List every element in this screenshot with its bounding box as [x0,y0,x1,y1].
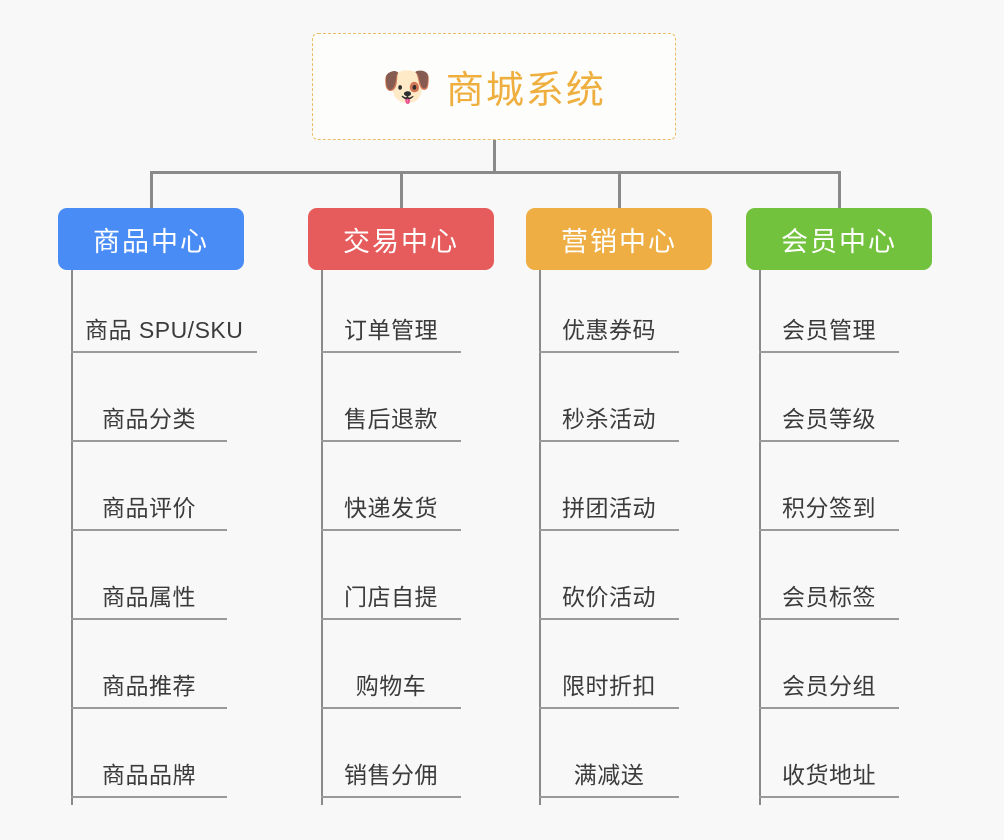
leaf-item-label: 门店自提 [344,584,438,610]
leaf-item[interactable]: 订单管理 [321,264,461,353]
category-header-trade-center[interactable]: 交易中心 [308,208,494,270]
root-stem-connector [493,140,496,173]
leaf-item-label: 商品属性 [102,584,196,610]
trunk-connector-product-center [71,270,73,805]
leaf-item-label: 商品 SPU/SKU [85,317,244,343]
leaf-item-label: 销售分佣 [344,762,438,788]
leaf-item[interactable]: 会员分组 [759,620,899,709]
leaf-item-label: 商品品牌 [102,762,196,788]
leaf-item[interactable]: 快递发货 [321,442,461,531]
leaf-item-label: 收货地址 [782,762,876,788]
leaf-item[interactable]: 砍价活动 [539,531,679,620]
leaf-item-label: 商品评价 [102,495,196,521]
leaf-item[interactable]: 拼团活动 [539,442,679,531]
shiba-dog-face-icon: 🐶 [382,64,432,109]
leaf-item[interactable]: 会员管理 [759,264,899,353]
category-header-label: 营销中心 [561,226,677,257]
leaf-item-label: 会员等级 [782,406,876,432]
leaf-item[interactable]: 商品属性 [71,531,227,620]
category-header-label: 会员中心 [781,226,897,257]
leaf-item[interactable]: 购物车 [321,620,461,709]
category-header-label: 交易中心 [343,226,459,257]
leaf-item-label: 购物车 [355,673,427,699]
leaf-item-label: 订单管理 [344,317,438,343]
leaf-item[interactable]: 售后退款 [321,353,461,442]
leaf-item-label: 商品分类 [102,406,196,432]
drop-connector-member-center [838,171,841,208]
leaf-item-label: 砍价活动 [562,584,656,610]
category-header-marketing-center[interactable]: 营销中心 [526,208,712,270]
leaf-item[interactable]: 收货地址 [759,709,899,798]
leaf-item-label: 满减送 [573,762,645,788]
leaf-item-label: 会员分组 [782,673,876,699]
trunk-connector-trade-center [321,270,323,805]
leaf-item[interactable]: 门店自提 [321,531,461,620]
leaf-item[interactable]: 会员标签 [759,531,899,620]
leaf-item[interactable]: 积分签到 [759,442,899,531]
trunk-connector-marketing-center [539,270,541,805]
leaf-item-label: 积分签到 [782,495,876,521]
trunk-connector-member-center [759,270,761,805]
leaf-item-label: 拼团活动 [562,495,656,521]
drop-connector-product-center [150,171,153,208]
leaf-item-label: 秒杀活动 [562,406,656,432]
leaf-item[interactable]: 商品评价 [71,442,227,531]
leaf-item[interactable]: 商品推荐 [71,620,227,709]
leaf-item[interactable]: 会员等级 [759,353,899,442]
root-node-mall-system[interactable]: 🐶 商城系统 [312,33,676,140]
leaf-item[interactable]: 销售分佣 [321,709,461,798]
leaf-item-label: 会员管理 [782,317,876,343]
leaf-item[interactable]: 商品分类 [71,353,227,442]
leaf-item-label: 商品推荐 [102,673,196,699]
leaf-item-label: 快递发货 [344,495,438,521]
category-header-member-center[interactable]: 会员中心 [746,208,932,270]
leaf-item[interactable]: 商品品牌 [71,709,227,798]
leaf-item[interactable]: 限时折扣 [539,620,679,709]
category-header-label: 商品中心 [93,226,209,257]
leaf-item[interactable]: 优惠券码 [539,264,679,353]
leaf-item-label: 优惠券码 [562,317,656,343]
leaf-item[interactable]: 秒杀活动 [539,353,679,442]
root-node-title: 商城系统 [445,70,606,112]
leaf-item-label: 售后退款 [344,406,438,432]
drop-connector-trade-center [400,171,403,208]
drop-connector-marketing-center [618,171,621,208]
leaf-item-label: 会员标签 [782,584,876,610]
category-header-product-center[interactable]: 商品中心 [58,208,244,270]
leaf-item-label: 限时折扣 [562,673,656,699]
leaf-item[interactable]: 满减送 [539,709,679,798]
leaf-item[interactable]: 商品 SPU/SKU [71,264,258,353]
horizontal-bus-connector [150,171,840,174]
